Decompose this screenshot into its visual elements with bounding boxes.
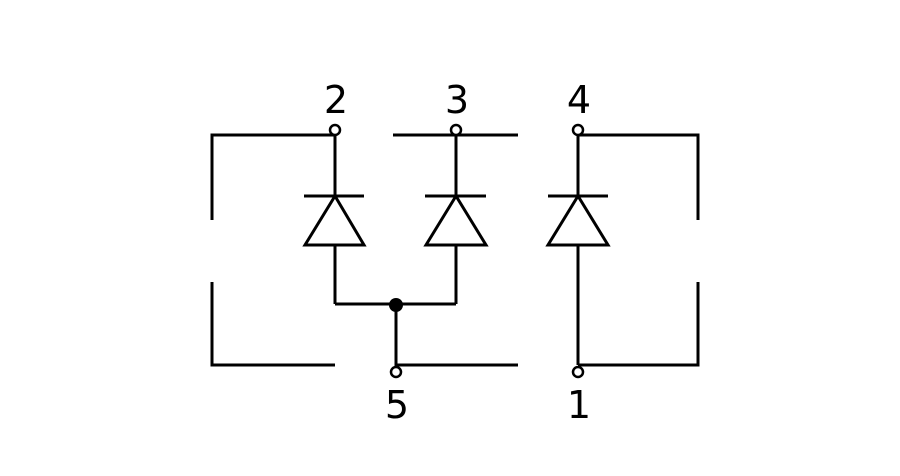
package-outline-left xyxy=(210,133,335,367)
pin-3-label: 3 xyxy=(445,78,469,122)
diode-2 xyxy=(423,135,489,304)
diode-3 xyxy=(545,135,611,365)
diode-1 xyxy=(302,135,367,304)
pin-5-terminal xyxy=(389,365,403,379)
pin-4-terminal xyxy=(571,123,585,137)
common-anode-wiring xyxy=(335,302,456,372)
pin-2-label: 2 xyxy=(324,78,348,122)
junction-dot xyxy=(389,298,403,312)
pin-1-label: 1 xyxy=(567,383,591,427)
package-outline-right xyxy=(578,133,700,367)
pin-4-label: 4 xyxy=(567,78,591,122)
pin-3-terminal xyxy=(449,123,463,137)
pin-2-terminal xyxy=(328,123,342,137)
pin-1-terminal xyxy=(571,365,585,379)
pin-5-label: 5 xyxy=(385,383,409,427)
